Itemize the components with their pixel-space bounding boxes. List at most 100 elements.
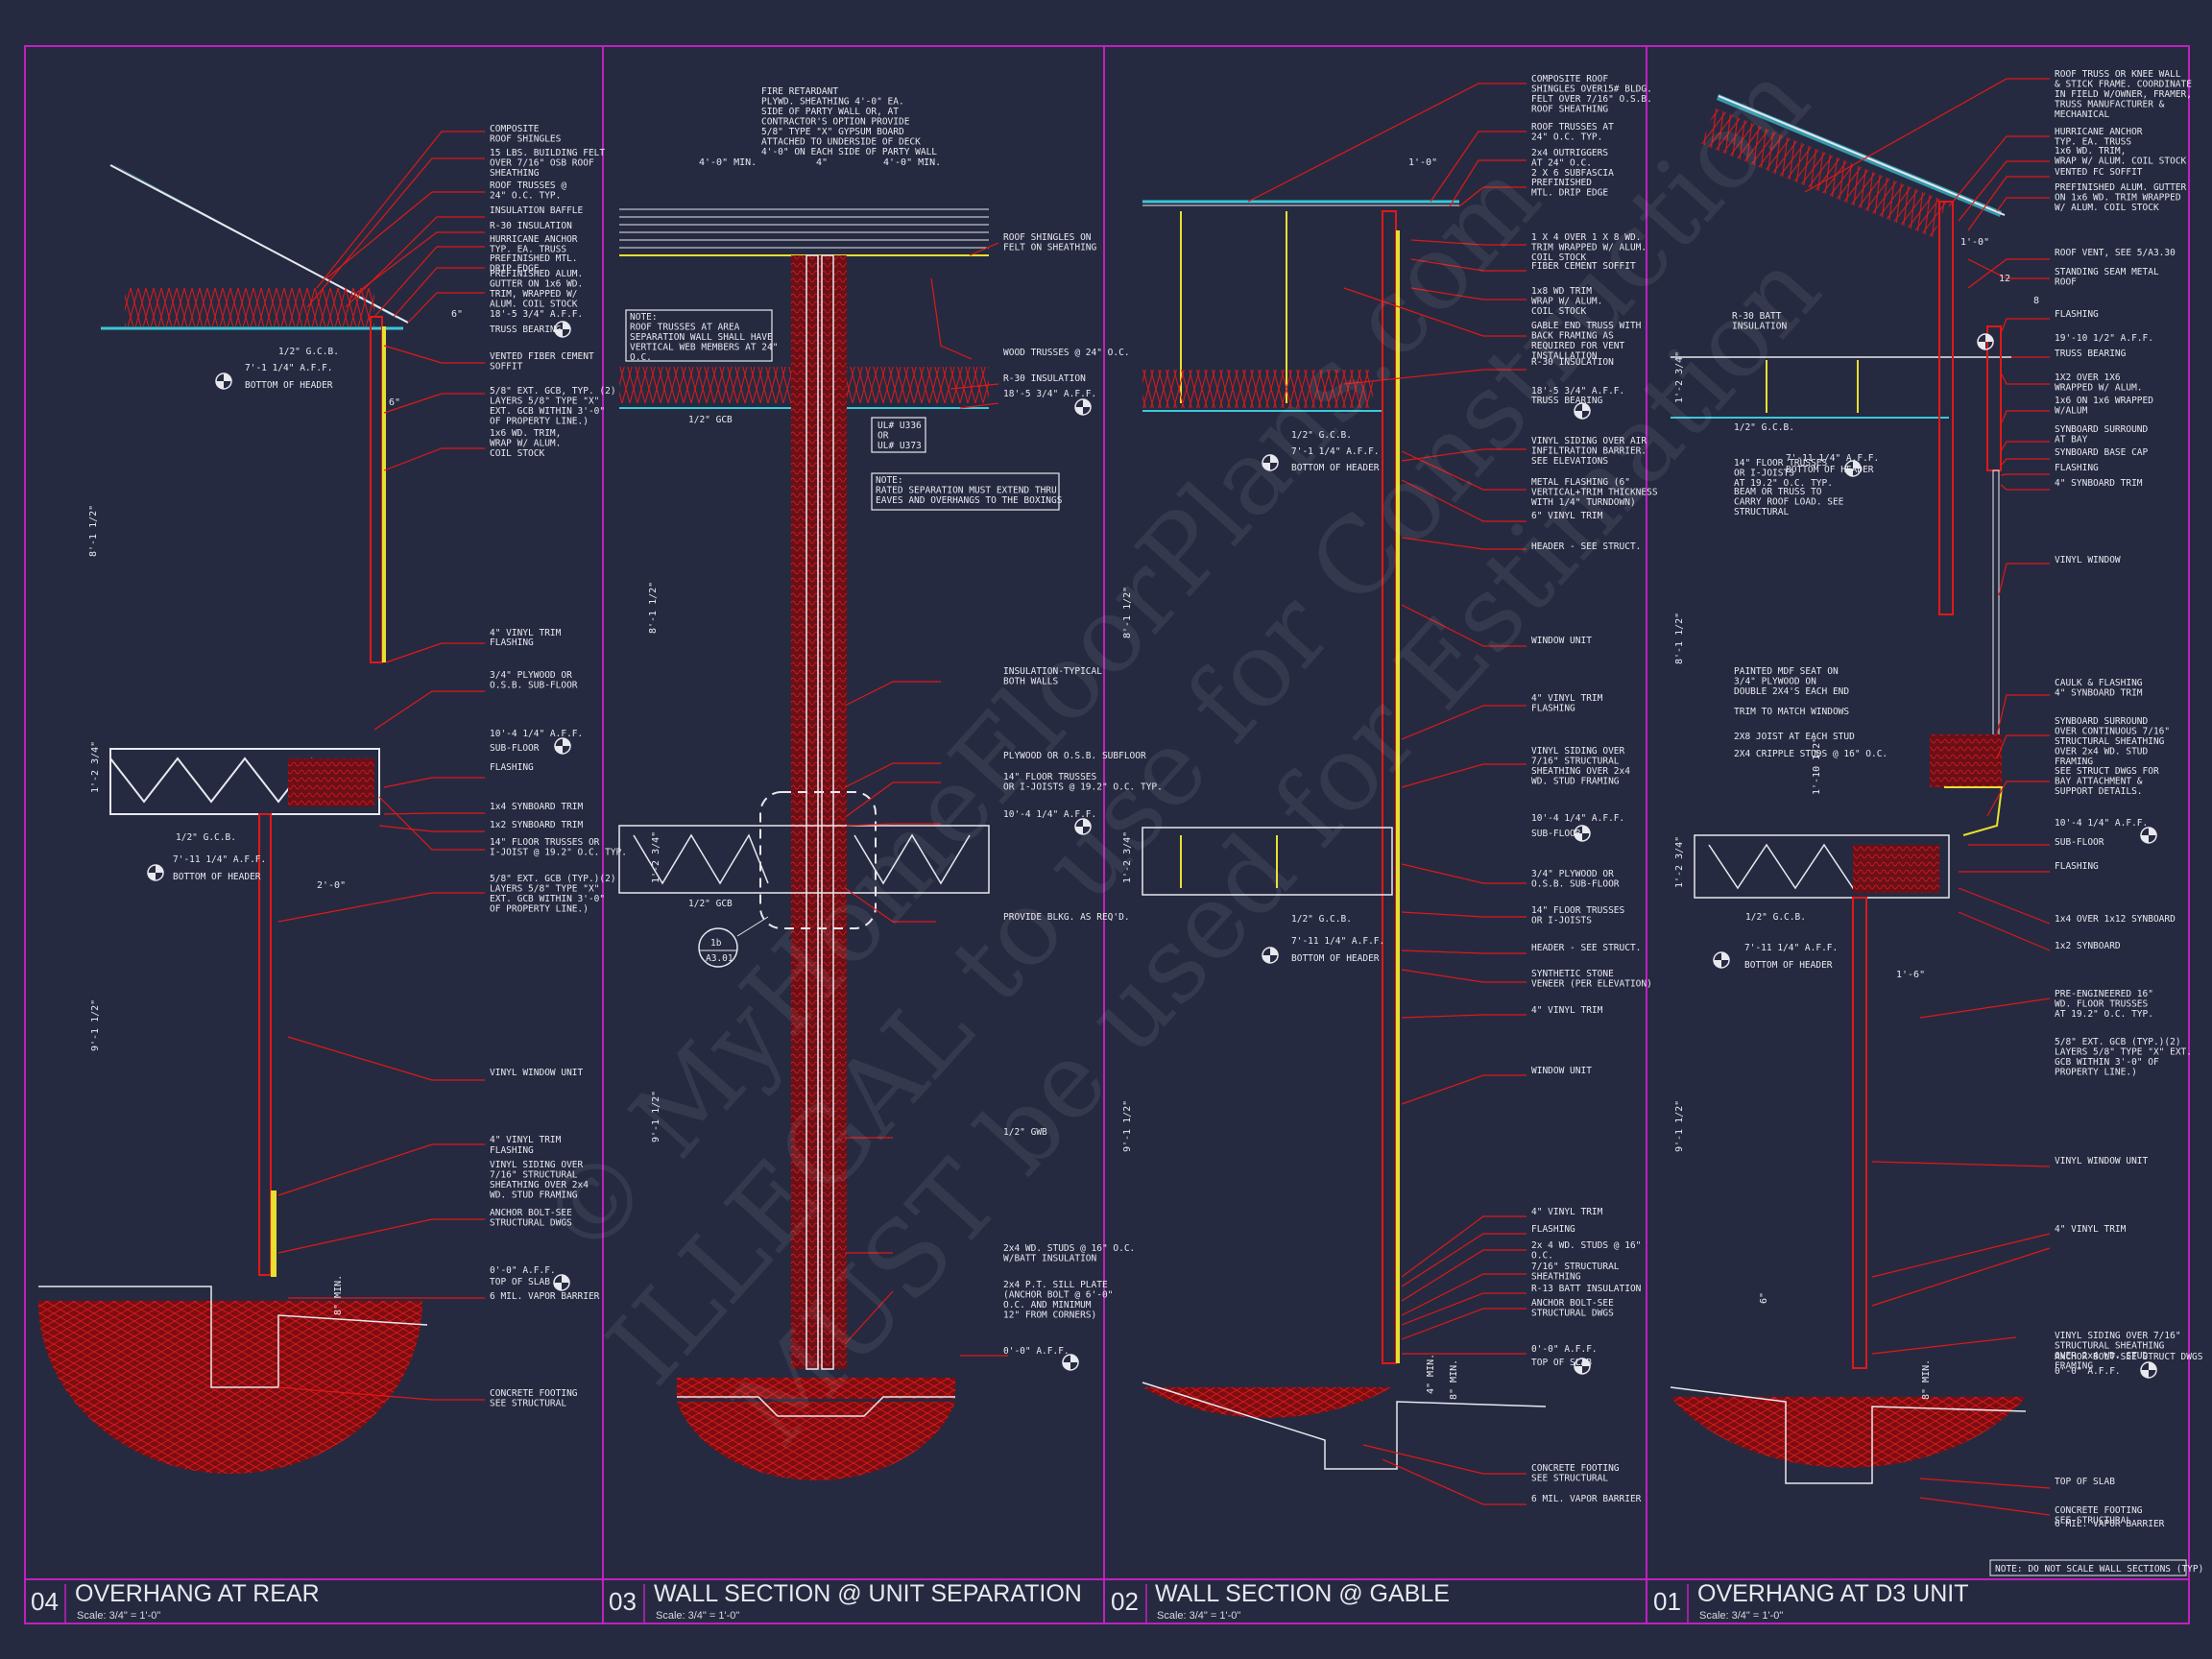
callout-label: FLASHING: [490, 637, 534, 648]
panel-01-labels: ROOF TRUSS OR KNEE WALL& STICK FRAME. CO…: [2055, 69, 2203, 1529]
callout-label: SUB-FLOOR: [490, 743, 540, 754]
left-callout-label: 1/2" GCB: [688, 415, 733, 425]
callout-label: LAYERS 5/8" TYPE "X": [490, 397, 599, 407]
callout-label: CAULK & FLASHING: [2055, 678, 2143, 688]
dimension-label: 8'-1 1/2": [1122, 587, 1133, 638]
boxed-note: O.C.: [630, 352, 652, 363]
panel-number: 03: [609, 1587, 637, 1616]
panel-04-dims: 8'-1 1/2"1'-2 3/4"9'-1 1/2"2'-0"6"6"8" M…: [88, 309, 463, 1315]
callout-label: INSTALLATION: [1531, 351, 1598, 362]
callout-label: TRUSS BEARING: [2055, 349, 2127, 359]
callout-label: TRIM, WRAPPED W/: [490, 289, 578, 300]
callout-label: 10'-4 1/4" A.F.F.: [1003, 809, 1096, 820]
callout-label: FLASHING: [2055, 463, 2099, 473]
callout-label: 1/2" GWB: [1003, 1127, 1047, 1138]
left-callout-label: BEAM OR TRUSS TO: [1734, 487, 1822, 497]
party-wall-note: 4'-0" ON EACH SIDE OF PARTY WALL: [761, 147, 937, 157]
panel-scale: Scale: 3/4" = 1'-0": [1699, 1610, 1783, 1622]
callout-label: 2x4 P.T. SILL PLATE: [1003, 1280, 1108, 1290]
left-callout-label: STRUCTURAL: [1734, 507, 1789, 517]
callout-label: STANDING SEAM METAL: [2055, 267, 2159, 277]
callout-label: 19'-10 1/2" A.F.F.: [2055, 333, 2153, 344]
callout-sheet-number: A3.01: [706, 953, 733, 964]
callout-label: 3/4" PLYWOOD OR: [490, 670, 572, 681]
callout-label: WRAPPED W/ ALUM.: [2055, 383, 2143, 394]
callout-label: 4" VINYL TRIM: [1531, 693, 1603, 704]
callout-label: TRUSS BEARING: [1531, 396, 1603, 406]
callout-label: COIL STOCK: [1531, 306, 1586, 317]
callout-label: OR I-JOISTS @ 19.2" O.C. TYP.: [1003, 782, 1163, 793]
callout-label: SYNBOARD SURROUND: [2055, 424, 2149, 435]
callout-label: GUTTER ON 1x6 WD.: [490, 279, 583, 290]
detail-callout: [698, 927, 738, 968]
callout-detail-number: 1b: [710, 938, 722, 949]
boxed-note: UL# U336: [878, 421, 922, 431]
callout-label: HURRICANE ANCHOR: [490, 234, 578, 245]
callout-label: WINDOW UNIT: [1531, 636, 1592, 646]
callout-label: ALUM. COIL STOCK: [490, 300, 578, 310]
callout-label: SEE STRUCTURAL: [490, 1399, 566, 1409]
callout-label: OVER 2x4 WD. STUD: [2055, 747, 2149, 757]
callout-label: R-30 INSULATION: [1003, 373, 1086, 384]
callout-label: ROOF SHINGLES ON: [1003, 232, 1092, 243]
dimension-label: 1'-2 3/4": [1674, 836, 1685, 888]
callout-label: CONCRETE FOOTING: [2055, 1505, 2143, 1516]
left-callout-label: 7'-1 1/4" A.F.F.: [1291, 446, 1380, 457]
left-callout-label: 1/2" G.C.B.: [1734, 422, 1794, 433]
dimension-label: 8'-1 1/2": [648, 582, 659, 634]
callout-label: VINYL WINDOW UNIT: [490, 1068, 584, 1078]
callout-label: O.C. AND MINIMUM: [1003, 1300, 1092, 1310]
callout-label: HEADER - SEE STRUCT.: [1531, 541, 1641, 552]
callout-label: GABLE END TRUSS WITH: [1531, 321, 1642, 331]
callout-label: COIL STOCK: [490, 448, 544, 459]
callout-label: VINYL SIDING OVER: [1531, 746, 1625, 757]
callout-label: 12" FROM CORNERS): [1003, 1310, 1096, 1321]
panel-02-drawing: [1142, 83, 1547, 1505]
left-callout-label: 7'-1 1/4" A.F.F.: [245, 363, 333, 373]
callout-label: FIBER CEMENT SOFFIT: [1531, 261, 1636, 272]
dimension-label: 1'-2 3/4": [90, 741, 101, 793]
callout-label: ROOF TRUSSES AT: [1531, 122, 1614, 132]
dimension-label: 4" MIN.: [1426, 1354, 1436, 1394]
dimension-label: 1'-2 3/4": [1674, 351, 1685, 403]
left-callout-label: 1/2" G.C.B.: [278, 347, 339, 357]
callout-label: SYNBOARD BASE CAP: [2055, 447, 2149, 458]
callout-label: 2x4 OUTRIGGERS: [1531, 148, 1608, 158]
callout-label: 1X2 OVER 1X6: [2055, 373, 2121, 383]
callout-label: SUB-FLOOR: [2055, 837, 2104, 848]
boxed-note: NOTE:: [630, 312, 658, 323]
callout-label: OVER CONTINUOUS 7/16": [2055, 727, 2170, 737]
callout-label: BAY ATTACHMENT &: [2055, 777, 2143, 787]
dimension-label: 9'-1 1/2": [1122, 1100, 1133, 1152]
title-block-04: 04 OVERHANG AT REAR Scale: 3/4" = 1'-0": [31, 1580, 320, 1623]
dimension-label: 4'-0" MIN.: [883, 157, 941, 168]
callout-label: FLASHING: [2055, 861, 2099, 872]
callout-label: SOFFIT: [490, 362, 523, 373]
left-callout-label: AT 19.2" O.C. TYP.: [1734, 478, 1833, 489]
panel-scale: Scale: 3/4" = 1'-0": [77, 1610, 160, 1622]
callout-label: ON 1x6 WD. TRIM WRAPPED: [2055, 193, 2181, 204]
callout-label: & STICK FRAME. COORDINATE: [2055, 80, 2192, 90]
boxed-note: UL# U373: [878, 441, 922, 451]
left-callout-label: 1/2" G.C.B.: [176, 832, 236, 843]
callout-label: COIL STOCK: [1531, 252, 1586, 263]
callout-label: AT 24" O.C.: [1531, 158, 1592, 169]
dimension-label: 12: [1999, 274, 2010, 284]
boxed-note: SEPARATION WALL SHALL HAVE: [630, 332, 773, 343]
panel-04-left-labels: 1/2" G.C.B.7'-1 1/4" A.F.F.BOTTOM OF HEA…: [173, 347, 339, 882]
dimension-label: 8: [2033, 296, 2039, 306]
title-block-01: 01 OVERHANG AT D3 UNIT Scale: 3/4" = 1'-…: [1653, 1580, 1968, 1623]
callout-label: 10'-4 1/4" A.F.F.: [1531, 813, 1624, 824]
callout-label: 4" SYNBOARD TRIM: [2055, 688, 2143, 699]
callout-label: ANCHOR BOLT-SEE: [1531, 1298, 1614, 1309]
dimension-label: 1'-6": [1896, 970, 1925, 980]
callout-label: R-30 INSULATION: [490, 221, 572, 231]
party-wall-note: ATTACHED TO UNDERSIDE OF DECK: [761, 137, 921, 148]
callout-label: INSULATION BAFFLE: [490, 205, 584, 216]
callout-label: SYNTHETIC STONE: [1531, 969, 1614, 979]
callout-label: PREFINISHED ALUM. GUTTER: [2055, 182, 2187, 193]
left-callout-label: PAINTED MDF SEAT ON: [1734, 666, 1839, 677]
